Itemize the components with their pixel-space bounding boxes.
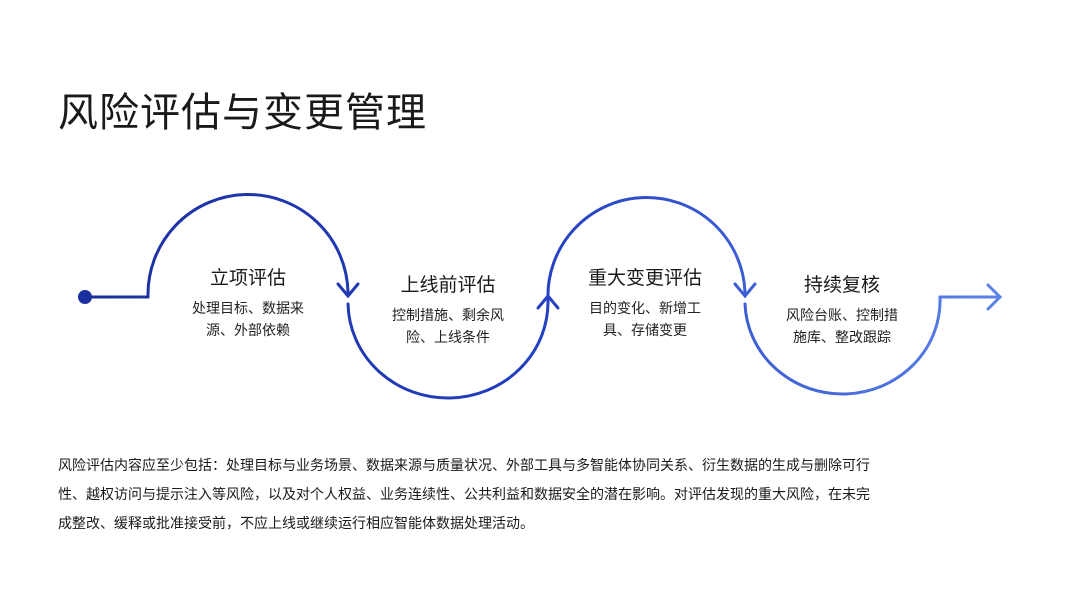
paragraph-line: 风险评估内容应至少包括：处理目标与业务场景、数据来源与质量状况、外部工具与多智能… [58, 458, 870, 474]
arrow-down-icon [336, 282, 360, 299]
paragraph-line: 成整改、缓释或批准接受前，不应上线或继续运行相应智能体数据处理活动。 [58, 516, 534, 532]
stage-desc-line: 控制措施、剩余风 [392, 308, 504, 324]
stage-title: 上线前评估 [400, 274, 496, 296]
description-paragraph: 风险评估内容应至少包括：处理目标与业务场景、数据来源与质量状况、外部工具与多智能… [58, 452, 1038, 539]
stage-desc-line: 具、存储变更 [603, 323, 687, 339]
stage-desc-line: 险、上线条件 [406, 330, 490, 346]
stage-title: 重大变更评估 [587, 267, 702, 289]
page-title: 风险评估与变更管理 [58, 90, 427, 136]
stage-desc-line: 源、外部依赖 [206, 323, 290, 339]
stage-3: 重大变更评估 目的变化、新增工 具、存储变更 [565, 263, 725, 342]
stage-desc-line: 处理目标、数据来 [192, 301, 304, 317]
arrow-right-icon [986, 283, 1003, 311]
stage-1: 立项评估 处理目标、数据来 源、外部依赖 [168, 263, 328, 342]
arc-stage-3 [546, 196, 747, 302]
stage-4: 持续复核 风险台账、控制措 施库、整改跟踪 [762, 270, 922, 349]
stage-2: 上线前评估 控制措施、剩余风 险、上线条件 [368, 270, 528, 349]
stage-title: 立项评估 [209, 267, 286, 289]
paragraph-line: 性、越权访问与提示注入等风险，以及对个人权益、业务连续性、公共利益和数据安全的潜… [58, 487, 870, 503]
arrow-down-icon [733, 282, 757, 299]
stage-title: 持续复核 [803, 274, 880, 296]
arc-stage-4 [743, 295, 942, 396]
arc-stage-1 [146, 193, 350, 299]
stage-desc-line: 目的变化、新增工 [589, 301, 701, 317]
arc-stage-2 [346, 298, 550, 400]
stage-desc-line: 施库、整改跟踪 [793, 330, 891, 346]
stage-desc-line: 风险台账、控制措 [786, 308, 898, 324]
